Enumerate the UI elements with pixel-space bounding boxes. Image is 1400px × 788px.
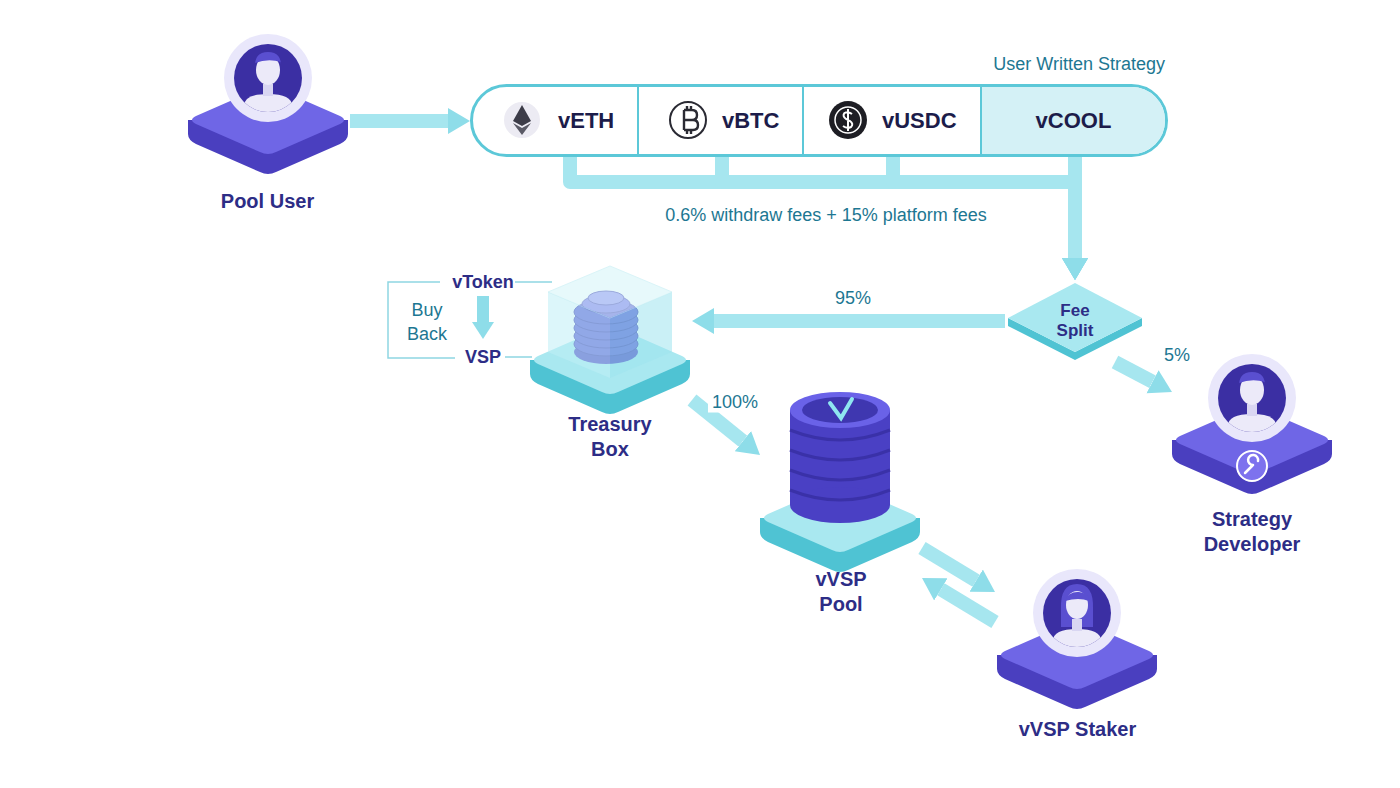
flow-arrow: [1115, 362, 1153, 382]
edge-label: 0.6% withdraw fees + 15% platform fees: [661, 205, 991, 226]
node-label: Pool User: [221, 189, 314, 214]
treasury-node: Treasury Box: [528, 255, 692, 470]
strategy-developer-figure-part: [1237, 451, 1267, 481]
actor-node: Pool User: [185, 40, 350, 222]
vvsp-pool-figure-part: [790, 487, 890, 523]
vault-cell: vCOOL: [980, 87, 1165, 154]
bracket-label: Buy Back: [402, 298, 452, 346]
vvsp-pool-figure-part: [802, 397, 878, 423]
eth-logo: [504, 102, 540, 138]
eth-logo-part: [504, 102, 540, 138]
flow-arrow: [714, 314, 1005, 328]
vault-cell: vETH: [473, 87, 637, 154]
bracket-label: VSP: [465, 345, 501, 369]
buyback-bracket-part: [472, 322, 494, 339]
diamond-face: [1008, 283, 1142, 352]
vault-cell: vUSDC: [802, 87, 980, 154]
node-label: Treasury Box: [555, 412, 665, 462]
actor-node: Strategy Developer: [1172, 375, 1332, 565]
treasury-box-figure-part: [548, 266, 672, 318]
buyback-bracket-part: [388, 282, 455, 358]
flow-arrow: [1068, 154, 1082, 258]
pool-user-figure-part: [188, 34, 348, 174]
vvsp-pool-figure-part: [760, 484, 920, 572]
vault-name: vETH: [558, 108, 614, 134]
bracket-label: vToken: [452, 270, 514, 294]
vault-name: vBTC: [722, 108, 779, 134]
usdc-logo: [829, 101, 867, 139]
treasury-box-figure: [530, 266, 690, 414]
edge-label: 5%: [1160, 345, 1194, 366]
band-heading: User Written Strategy: [993, 53, 1165, 75]
pool-user-figure: [188, 34, 348, 174]
flow-arrow: [570, 154, 1075, 258]
vault-name: vUSDC: [882, 108, 957, 134]
decision-diamond: Fee Split: [1005, 280, 1145, 362]
strategy-band: vETHvBTCvUSDCvCOOLUser Written Strategy: [470, 84, 1168, 157]
flow-arrow: [922, 548, 976, 581]
usdc-logo-part: [843, 109, 852, 131]
btc-logo: [670, 102, 706, 138]
node-label: Strategy Developer: [1182, 507, 1322, 557]
btc-logo-part: [670, 102, 706, 138]
vvsp-staker-figure: [997, 569, 1157, 709]
flow-arrow: [941, 589, 995, 622]
strategy-developer-figure-part: [1245, 455, 1258, 473]
eth-logo-part: [513, 105, 531, 126]
edge-label: 100%: [708, 392, 762, 413]
vault-name: vCOOL: [1036, 108, 1112, 134]
vvsp-pool-figure: [760, 392, 920, 572]
flow-arrow: [350, 114, 448, 128]
vvsp-pool-figure-part: [790, 392, 890, 428]
strategy-developer-figure-part: [1172, 354, 1332, 494]
actor-node: vVSP Staker: [995, 585, 1160, 750]
strategy-developer-figure: [1172, 354, 1332, 494]
vvsp-staker-figure-part: [997, 569, 1157, 709]
node-label: Fee Split: [1045, 301, 1105, 341]
vvsp-pool-figure-part: [790, 430, 890, 500]
usdc-logo-part: [835, 107, 861, 133]
pool-node: vVSP Pool: [760, 375, 922, 625]
eth-logo-part: [513, 123, 531, 135]
btc-logo-part: [684, 106, 698, 134]
node-label: vVSP Staker: [1019, 717, 1137, 742]
buyback-bracket-part: [477, 296, 489, 324]
usdc-logo-part: [829, 101, 867, 139]
vvsp-pool-figure-part: [830, 399, 852, 418]
vault-cell: vBTC: [637, 87, 802, 154]
node-label: vVSP Pool: [801, 567, 881, 617]
edge-label: 95%: [831, 288, 875, 309]
